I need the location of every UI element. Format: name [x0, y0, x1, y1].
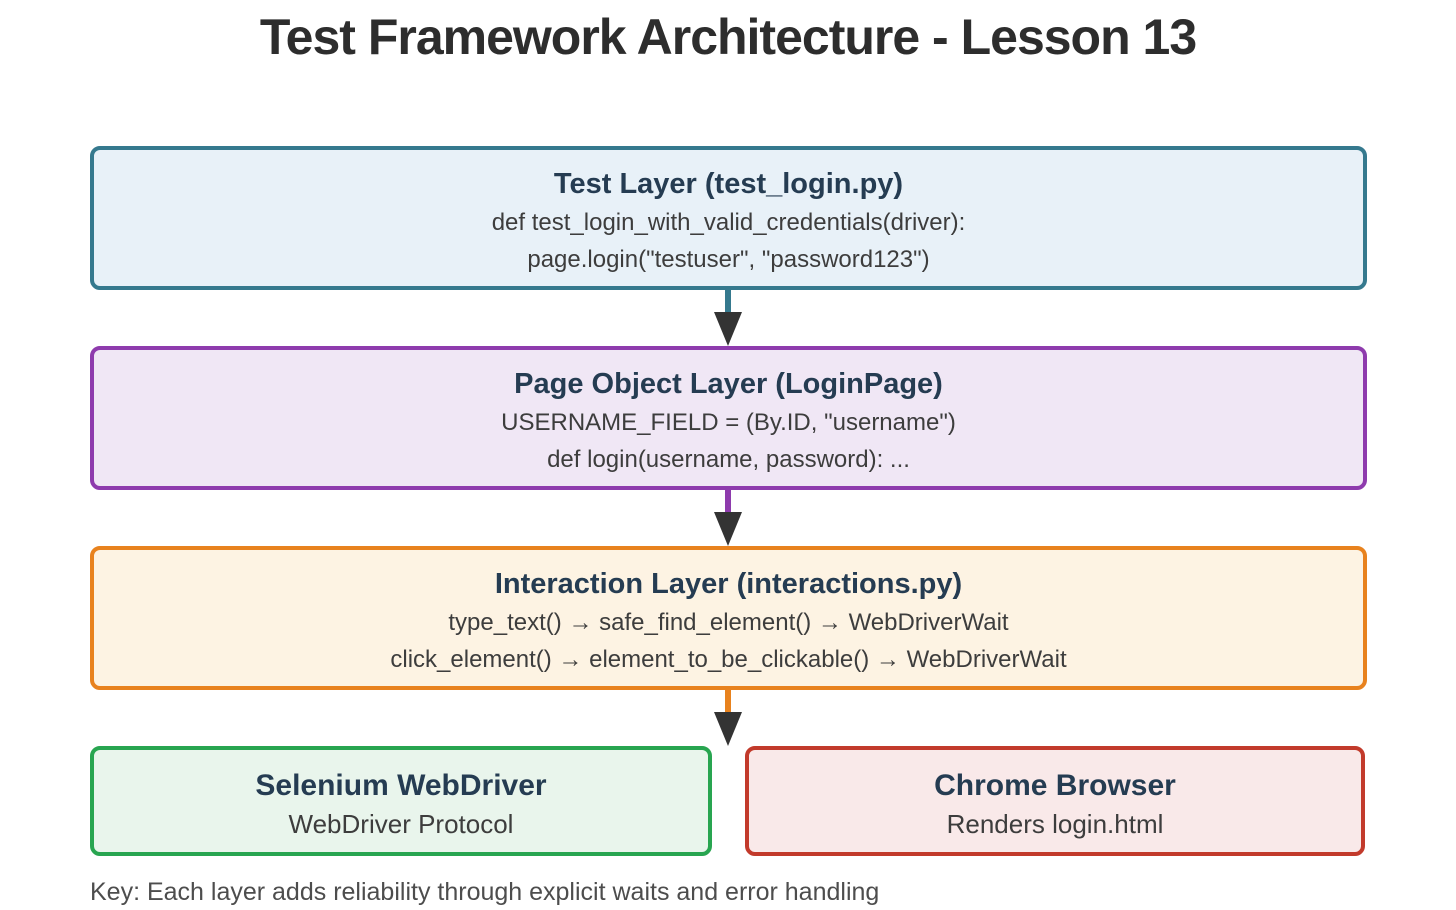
layer-code-line: USERNAME_FIELD = (By.ID, "username") — [501, 409, 956, 436]
layer-box-page-object: Page Object Layer (LoginPage) USERNAME_F… — [90, 346, 1367, 490]
key-note: Key: Each layer adds reliability through… — [90, 878, 880, 906]
layer-box-test: Test Layer (test_login.py) def test_logi… — [90, 146, 1367, 290]
bottom-box-subtitle: WebDriver Protocol — [288, 809, 514, 839]
bottom-box-subtitle: Renders login.html — [946, 809, 1164, 839]
layer-code-line: type_text() → safe_find_element() → WebD… — [448, 609, 1009, 636]
layer-heading-interaction: Interaction Layer (interactions.py) — [494, 568, 963, 600]
layer-code-line: def test_login_with_valid_credentials(dr… — [491, 209, 966, 236]
flow-arrow-stem-purple — [725, 490, 731, 516]
bottom-box-selenium-webdriver: Selenium WebDriver WebDriver Protocol — [90, 746, 712, 856]
layer-box-interaction: Interaction Layer (interactions.py) type… — [90, 546, 1367, 690]
layer-heading-page-object: Page Object Layer (LoginPage) — [514, 368, 943, 400]
layer-heading-test: Test Layer (test_login.py) — [553, 168, 904, 200]
bottom-box-heading: Chrome Browser — [934, 769, 1176, 802]
layer-code-line: page.login("testuser", "password123") — [527, 246, 930, 273]
flow-arrow-stem-orange — [725, 690, 731, 716]
arrow-down-icon — [714, 712, 742, 746]
layer-code-line: click_element() → element_to_be_clickabl… — [390, 646, 1067, 673]
diagram-title: Test Framework Architecture - Lesson 13 — [259, 9, 1197, 65]
layer-code-line: def login(username, password): ... — [547, 446, 910, 473]
bottom-box-chrome-browser: Chrome Browser Renders login.html — [745, 746, 1365, 856]
arrow-down-icon — [714, 312, 742, 346]
flow-arrow-stem-teal — [725, 290, 731, 316]
bottom-box-heading: Selenium WebDriver — [255, 769, 547, 802]
arrow-down-icon — [714, 512, 742, 546]
